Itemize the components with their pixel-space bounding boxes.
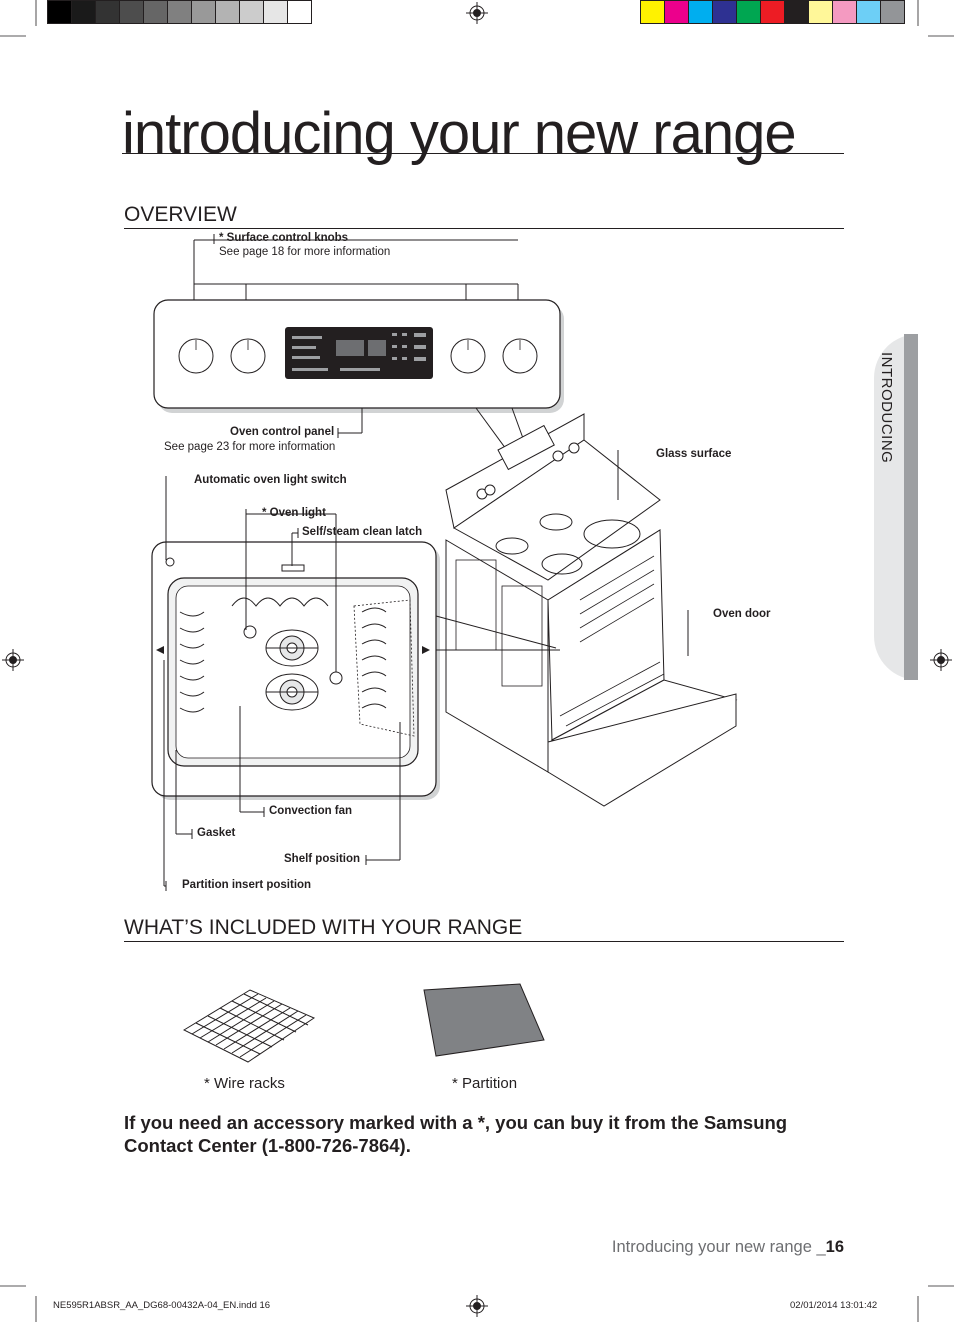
registration-mark-top — [466, 2, 488, 24]
section-tab-accent — [904, 334, 918, 680]
included-heading: WHAT’S INCLUDED WITH YOUR RANGE — [124, 916, 523, 939]
color-swatch — [760, 0, 785, 24]
wire-racks-label: * Wire racks — [204, 1075, 285, 1092]
color-swatch — [263, 0, 288, 24]
callout-oven-light: * Oven light — [262, 507, 326, 519]
light-switch-icon — [165, 557, 175, 567]
range-illustration — [445, 413, 738, 807]
slug-date: 02/01/2014 13:01:42 — [790, 1300, 878, 1311]
page-number: 16 — [825, 1238, 844, 1256]
included-divider — [124, 941, 844, 942]
color-swatch — [95, 0, 120, 24]
color-swatch — [143, 0, 168, 24]
callout-auto-light-switch: Automatic oven light switch — [194, 474, 347, 486]
page-title: introducing your new range — [122, 101, 797, 166]
callout-convection-fan: Convection fan — [269, 805, 353, 817]
callout-clean-latch: Self/steam clean latch — [302, 526, 423, 538]
color-swatch — [239, 0, 264, 24]
color-swatch — [47, 0, 72, 24]
slug-file: NE595R1ABSR_AA_DG68-00432A-04_EN.indd 16 — [53, 1300, 271, 1311]
title-divider — [122, 153, 844, 154]
callout-shelf-position: Shelf position — [284, 853, 361, 865]
registration-mark-bottom — [466, 1295, 488, 1317]
latch-icon — [281, 564, 305, 572]
registration-mark-right — [930, 649, 952, 671]
callout-control-panel-note: See page 23 for more information — [164, 441, 336, 453]
footer-label: Introducing your new range _ — [611, 1238, 826, 1256]
convection-fan-icon — [265, 629, 319, 711]
color-swatch — [808, 0, 833, 24]
color-swatch — [832, 0, 857, 24]
page-footer: Introducing your new range _16 — [612, 1238, 844, 1257]
oven-light-icon-2 — [329, 671, 343, 685]
oven-light-icon — [243, 625, 257, 639]
callout-oven-door: Oven door — [713, 608, 771, 620]
oven-interior-illustration — [151, 541, 560, 800]
accessory-note: If you need an accessory marked with a *… — [124, 1112, 788, 1156]
color-swatch — [215, 0, 240, 24]
registration-mark-left — [2, 649, 24, 671]
partition-label: * Partition — [452, 1075, 518, 1092]
overview-divider — [124, 228, 844, 229]
arrow-right-icon — [422, 646, 430, 654]
callout-surface-knobs-note: See page 18 for more information — [219, 246, 391, 258]
color-swatch — [856, 0, 881, 24]
color-swatch — [736, 0, 761, 24]
color-swatch — [287, 0, 312, 24]
control-panel-illustration — [153, 299, 564, 461]
callout-partition-insert: Partition insert position — [182, 879, 312, 891]
overview-heading: OVERVIEW — [124, 203, 237, 226]
color-swatch — [880, 0, 905, 24]
knob-icon — [178, 338, 538, 374]
wire-rack-icon — [182, 989, 316, 1063]
callout-control-panel: Oven control panel — [230, 426, 335, 438]
shelf-rack-icon — [179, 597, 387, 713]
section-tab-label: INTRODUCING — [878, 352, 895, 464]
callout-surface-knobs: * Surface control knobs — [219, 232, 349, 244]
callout-gasket: Gasket — [197, 827, 236, 839]
callout-glass-surface: Glass surface — [656, 448, 732, 460]
color-swatch — [71, 0, 96, 24]
arrow-left-icon — [156, 646, 164, 654]
partition-icon — [423, 983, 545, 1057]
